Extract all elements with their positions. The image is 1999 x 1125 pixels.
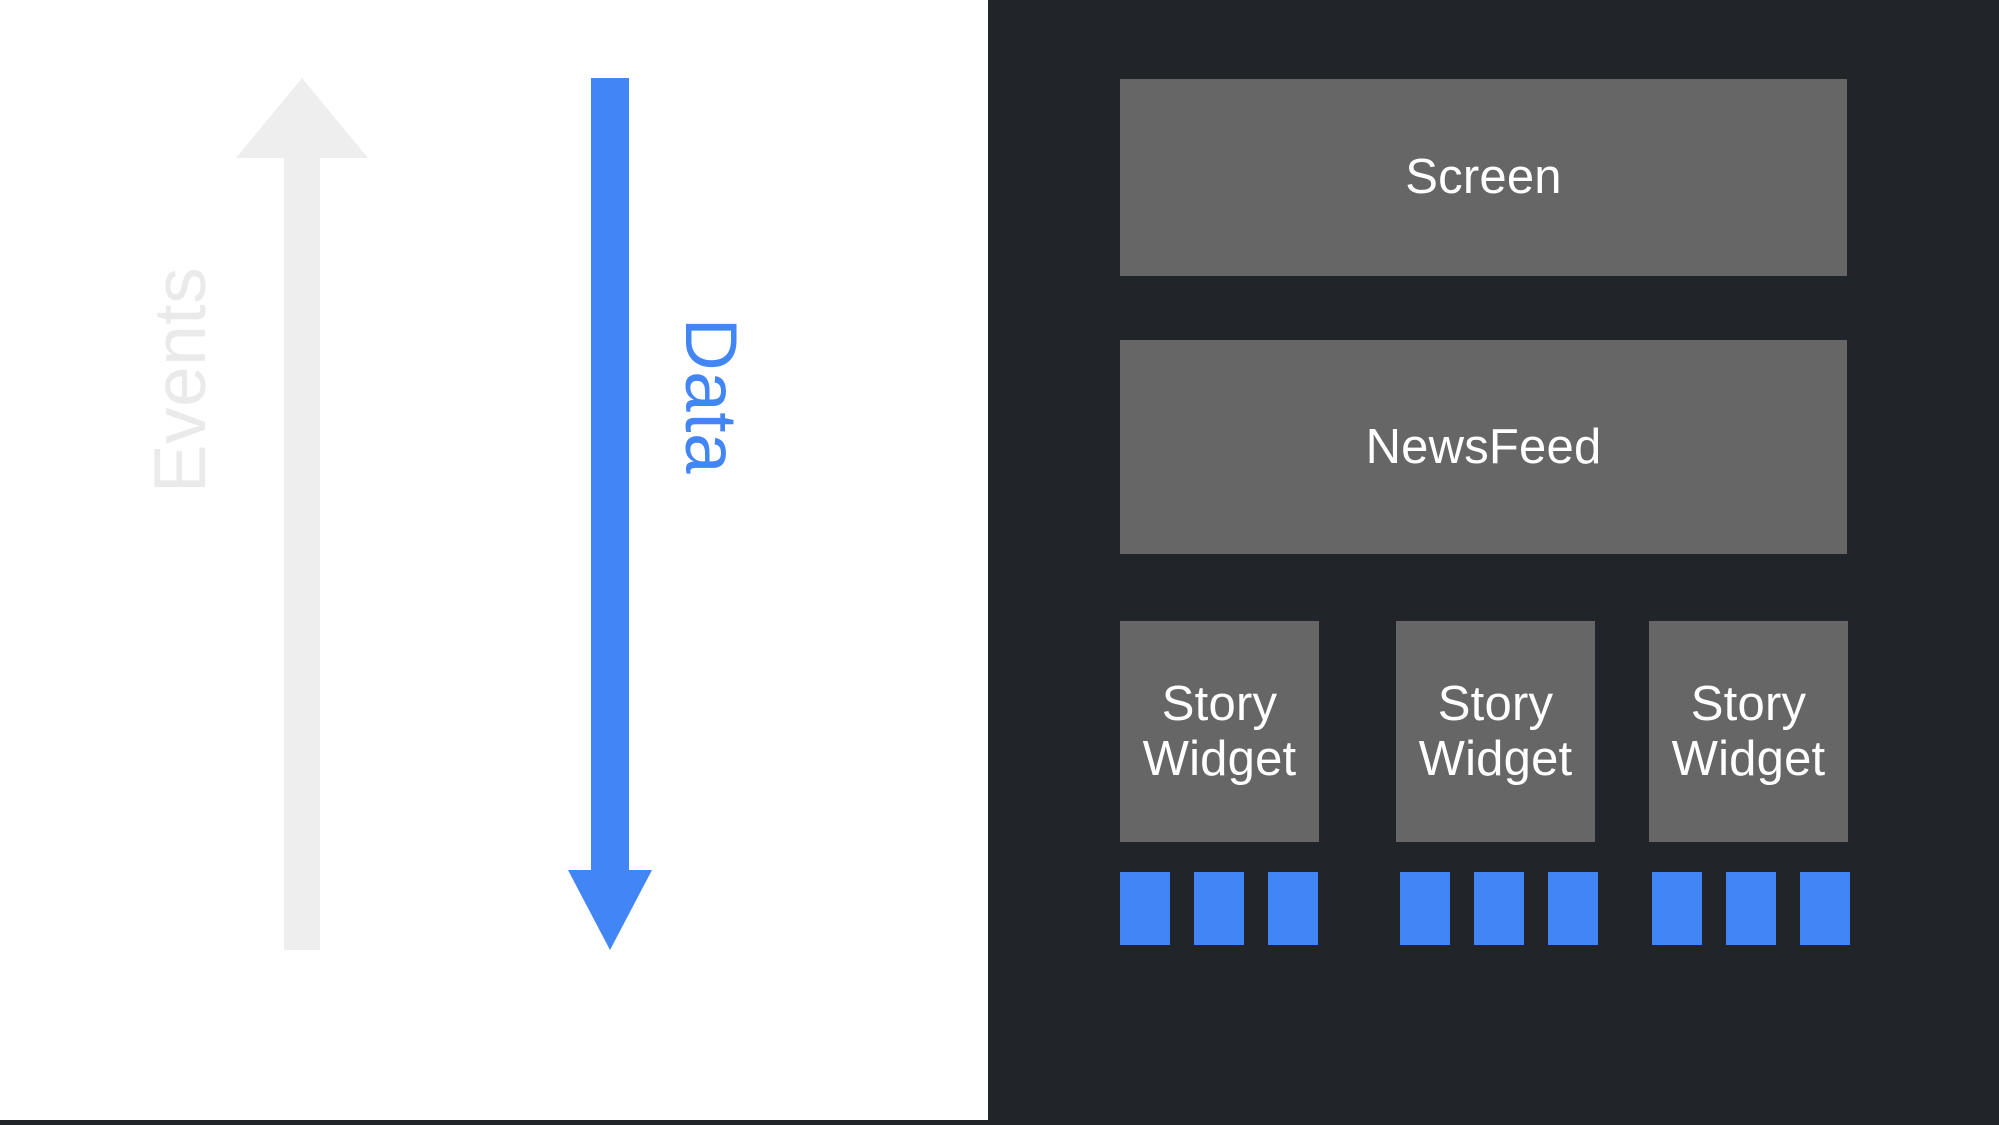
leaf-node[interactable] — [1400, 872, 1450, 945]
story-widget-line1: Story — [1437, 676, 1554, 731]
events-flow-label: Events — [139, 266, 221, 494]
story-widget-line1: Story — [1690, 676, 1807, 731]
node-story-widget-2[interactable]: Story Widget — [1396, 621, 1595, 842]
story-widget-line2: Widget — [1142, 731, 1297, 786]
story-widget-line2: Widget — [1671, 731, 1826, 786]
node-story-widget-3[interactable]: Story Widget — [1649, 621, 1848, 842]
leaf-node-group-2 — [1400, 872, 1598, 945]
events-arrow-icon — [236, 78, 368, 950]
story-widget-line1: Story — [1161, 676, 1278, 731]
node-newsfeed[interactable]: NewsFeed — [1120, 340, 1847, 554]
data-arrow — [568, 78, 652, 950]
leaf-node[interactable] — [1548, 872, 1598, 945]
leaf-node[interactable] — [1800, 872, 1850, 945]
leaf-node[interactable] — [1726, 872, 1776, 945]
leaf-node[interactable] — [1268, 872, 1318, 945]
leaf-node[interactable] — [1474, 872, 1524, 945]
story-widget-text: Story Widget — [1143, 677, 1297, 787]
leaf-node[interactable] — [1652, 872, 1702, 945]
events-arrow — [236, 78, 368, 950]
data-arrow-icon — [568, 78, 652, 950]
story-widget-line2: Widget — [1418, 731, 1573, 786]
story-widget-text: Story Widget — [1672, 677, 1826, 787]
leaf-node-group-3 — [1652, 872, 1850, 945]
widget-tree-panel: Screen NewsFeed Story Widget Story Widge… — [988, 0, 1999, 1120]
story-widget-text: Story Widget — [1419, 677, 1573, 787]
node-screen[interactable]: Screen — [1120, 79, 1847, 276]
data-flow-label: Data — [670, 317, 752, 475]
leaf-node-group-1 — [1120, 872, 1318, 945]
node-story-widget-1[interactable]: Story Widget — [1120, 621, 1319, 842]
flow-legend-panel: Events Data — [0, 0, 988, 1120]
leaf-node[interactable] — [1194, 872, 1244, 945]
leaf-node[interactable] — [1120, 872, 1170, 945]
